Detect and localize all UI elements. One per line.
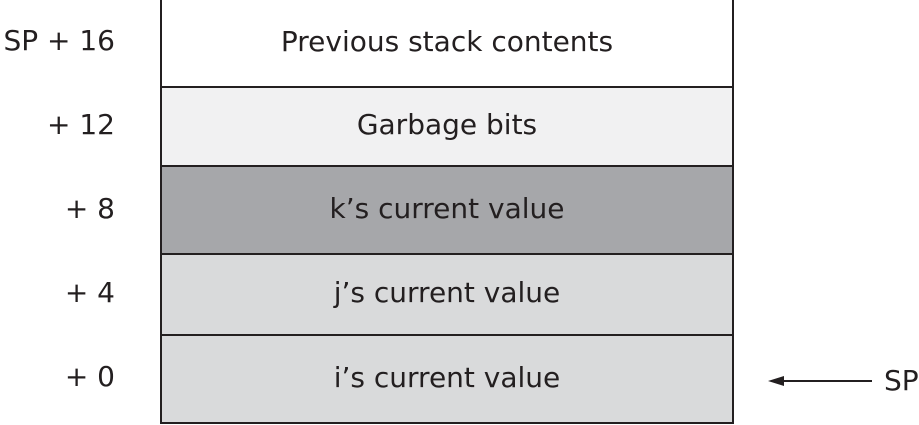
offset-label-16: SP + 16 [3, 24, 115, 57]
stack-cell-previous: Previous stack contents [160, 0, 734, 88]
stack-cell-garbage: Garbage bits [160, 88, 734, 167]
stack-cell-label: i’s current value [333, 360, 561, 394]
offset-label-0: + 0 [64, 360, 115, 393]
stack-cell-label: Garbage bits [356, 108, 538, 141]
sp-pointer: SP [768, 364, 919, 397]
sp-pointer-label: SP [884, 364, 919, 397]
stack-cell-label: k’s current value [329, 191, 565, 225]
offset-label-8: + 8 [64, 192, 115, 225]
stack-cell-i: i’s current value [160, 336, 734, 424]
offset-label-12: + 12 [47, 108, 115, 141]
stack-cell-k: k’s current value [160, 167, 734, 255]
stack-cell-label: j’s current value [333, 276, 561, 309]
stack-cell-label: Previous stack contents [280, 24, 614, 58]
left-arrow-icon [768, 375, 872, 386]
offset-label-4: + 4 [64, 276, 115, 309]
stack-cell-j: j’s current value [160, 255, 734, 336]
stack-column: Previous stack contents Garbage bits k’s… [160, 0, 734, 425]
